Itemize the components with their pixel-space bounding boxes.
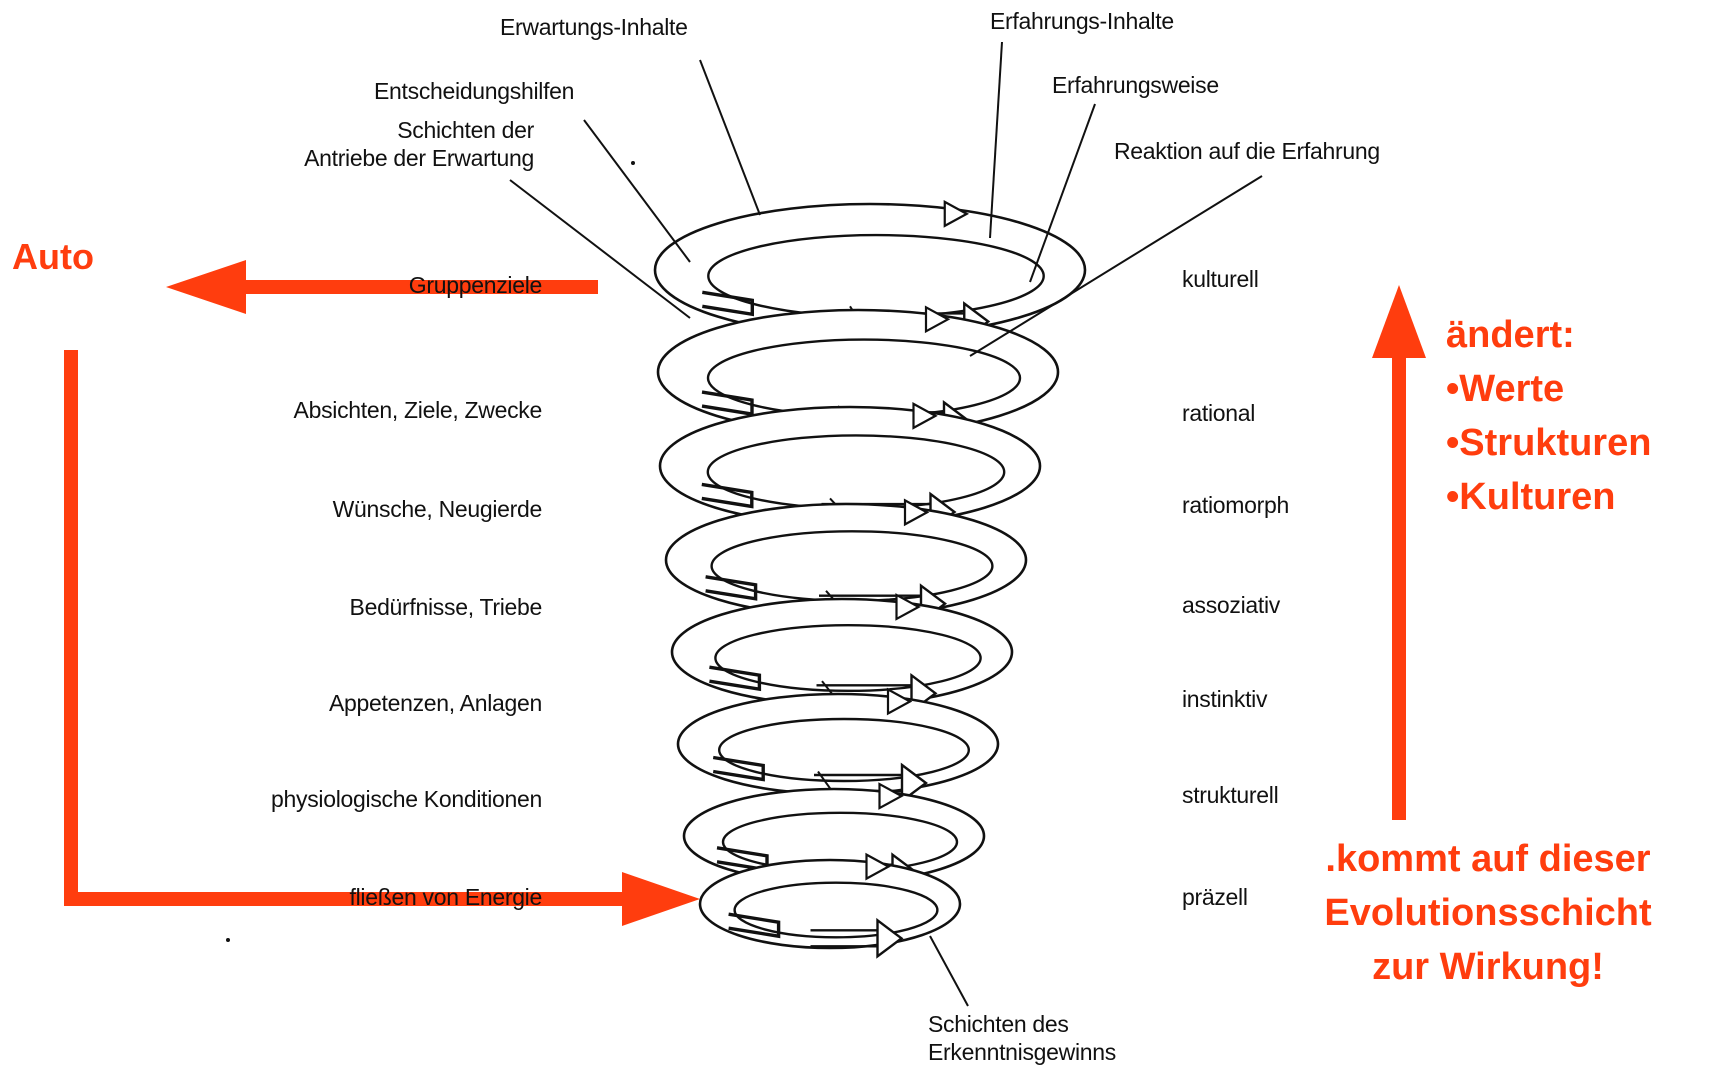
- left-label-fliessen: fließen von Energie: [230, 884, 542, 911]
- label-schichten-der-line2: Antriebe der Erwartung: [238, 144, 534, 172]
- red-bracket-vertical: [64, 350, 78, 905]
- stray-dot-bottom: [226, 938, 230, 942]
- label-schichten-des-line1: Schichten des: [928, 1010, 1116, 1038]
- ring-inner-ellipse: [735, 883, 938, 938]
- stray-dot-top: [631, 161, 635, 165]
- right-label-instinktiv: instinktiv: [1182, 686, 1267, 713]
- annotation-aendert: ändert: •Werte •Strukturen •Kulturen: [1446, 308, 1651, 524]
- label-erfahrungs-inhalte: Erfahrungs-Inhalte: [990, 8, 1174, 35]
- label-schichten-der: Schichten der Antriebe der Erwartung: [238, 116, 534, 172]
- label-entscheidungshilfen: Entscheidungshilfen: [374, 78, 574, 105]
- ring-inner-ellipse: [708, 340, 1020, 417]
- leader-erwartungs-inhalte: [700, 60, 760, 215]
- annotation-kommt-line3: zur Wirkung!: [1268, 940, 1708, 994]
- leader-erfahrungs-inhalte: [990, 42, 1002, 238]
- left-label-beduerfnisse: Bedürfnisse, Triebe: [170, 594, 542, 621]
- right-label-strukturell: strukturell: [1182, 782, 1278, 809]
- right-label-rational: rational: [1182, 400, 1255, 427]
- annotation-auto: Auto: [12, 236, 94, 278]
- annotation-kommt-line1: .kommt auf dieser: [1268, 832, 1708, 886]
- right-label-ratiomorph: ratiomorph: [1182, 492, 1289, 519]
- annotation-aendert-title: ändert:: [1446, 308, 1651, 362]
- spiral-rings: [655, 202, 1085, 956]
- red-arrow-bottom-head: [622, 872, 700, 926]
- annotation-kommt-line2: Evolutionsschicht: [1268, 886, 1708, 940]
- left-label-appetenzen: Appetenzen, Anlagen: [170, 690, 542, 717]
- label-reaktion: Reaktion auf die Erfahrung: [1114, 138, 1380, 165]
- left-label-physiologische: physiologische Konditionen: [130, 786, 542, 813]
- label-erwartungs-inhalte: Erwartungs-Inhalte: [500, 14, 688, 41]
- left-label-gruppenziele: Gruppenziele: [230, 272, 542, 299]
- red-arrow-up-head: [1372, 285, 1426, 358]
- ring-inner-ellipse: [715, 625, 980, 691]
- leader-schichten-des: [930, 936, 968, 1006]
- right-label-assoziativ: assoziativ: [1182, 592, 1280, 619]
- leader-entscheidungshilfen: [584, 120, 690, 262]
- right-label-kulturell: kulturell: [1182, 266, 1259, 293]
- label-erfahrungsweise: Erfahrungsweise: [1052, 72, 1219, 99]
- left-label-wuensche: Wünsche, Neugierde: [170, 496, 542, 523]
- label-schichten-der-line1: Schichten der: [238, 116, 534, 144]
- ring-inner-ellipse: [708, 235, 1043, 317]
- annotation-kommt: .kommt auf dieser Evolutionsschicht zur …: [1268, 832, 1708, 994]
- ring-inner-ellipse: [719, 719, 969, 781]
- annotation-bullet-werte: •Werte: [1446, 362, 1651, 416]
- left-label-absichten: Absichten, Ziele, Zwecke: [170, 397, 542, 424]
- annotation-bullet-strukturen: •Strukturen: [1446, 416, 1651, 470]
- right-label-praezell: präzell: [1182, 884, 1248, 911]
- annotation-bullet-kulturen: •Kulturen: [1446, 470, 1651, 524]
- label-schichten-des-line2: Erkenntnisgewinns: [928, 1038, 1116, 1066]
- red-arrow-up-shaft: [1392, 355, 1406, 820]
- label-schichten-des-erkenntnisgewinns: Schichten des Erkenntnisgewinns: [928, 1010, 1116, 1066]
- ring-inner-ellipse: [712, 531, 993, 600]
